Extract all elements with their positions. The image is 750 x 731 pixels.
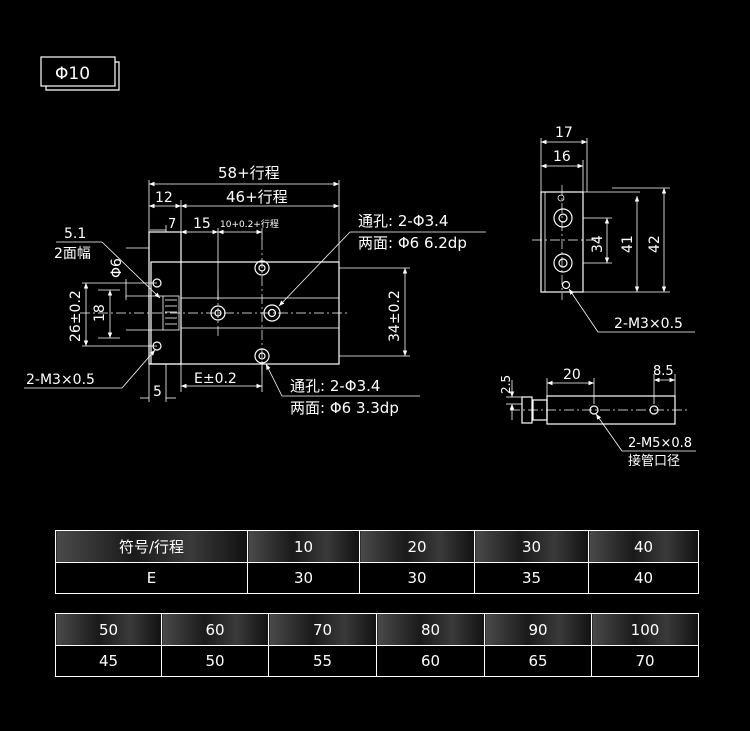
title-box: Φ10 <box>40 56 120 91</box>
table-cell: 20 <box>359 530 475 563</box>
note-m3-left: 2-M3×0.5 <box>26 372 95 388</box>
through-hole-top <box>254 260 270 276</box>
dim-15: 15 <box>193 216 211 232</box>
dim-stroke-small: 10+0.2+行程 <box>220 218 279 230</box>
port-note-m5: 2-M5×0.8 <box>628 436 692 451</box>
table-cell: 60 <box>161 613 269 646</box>
side-dim-34: 34 <box>590 235 606 253</box>
table-row: 45 50 55 60 65 70 <box>55 645 699 677</box>
dim-7: 7 <box>168 217 176 232</box>
note-through-hole-top: 通孔: 2-Φ3.4 <box>358 212 448 230</box>
dim-18: 18 <box>92 304 108 322</box>
table-cell: 45 <box>55 645 162 677</box>
front-view: 58+行程 46+行程 12 7 15 10+0.2+行程 5.1 2面幅 Φ6… <box>24 164 486 417</box>
table-row: E 30 30 35 40 <box>55 562 699 594</box>
dim-phi6: Φ6 <box>109 258 125 278</box>
note-counterbore-bottom: 两面: Φ6 3.3dp <box>290 399 399 417</box>
table-cell: 40 <box>588 530 699 563</box>
table-cell: 60 <box>376 645 485 677</box>
table-cell: 30 <box>359 562 475 594</box>
through-hole-bottom <box>254 348 270 364</box>
side-dim-41: 41 <box>620 235 636 253</box>
stroke-table-2: 50 60 70 80 90 100 45 50 55 60 65 70 <box>55 613 699 677</box>
table-header-row: 符号/行程 10 20 30 40 <box>55 530 699 563</box>
port-note-fitting: 接管口径 <box>628 453 680 469</box>
side-hole-top <box>553 208 573 228</box>
dim-total-length: 58+行程 <box>218 164 280 182</box>
stroke-table-1: 符号/行程 10 20 30 40 E 30 30 35 40 <box>55 530 699 594</box>
table-cell: 55 <box>268 645 377 677</box>
port-hole-1 <box>589 405 599 415</box>
side-dim-16: 16 <box>553 149 571 165</box>
dim-E: E±0.2 <box>194 371 237 387</box>
note-counterbore-top: 两面: Φ6 6.2dp <box>358 234 467 252</box>
dim-26: 26±0.2 <box>68 290 84 342</box>
table-cell: 70 <box>591 645 699 677</box>
dim-5-1: 5.1 <box>64 226 86 242</box>
side-dim-17: 17 <box>555 125 573 141</box>
port-view: 2.5 20 8.5 2-M5×0.8 接管口径 <box>499 364 696 469</box>
side-dim-42: 42 <box>647 235 663 253</box>
table-cell: 符号/行程 <box>55 530 248 563</box>
rod-hole <box>210 305 226 321</box>
table-cell: 100 <box>591 613 699 646</box>
dim-5: 5 <box>153 384 162 400</box>
table-cell: 30 <box>474 530 589 563</box>
port-dim-20: 20 <box>563 367 581 383</box>
side-view: 17 16 34 41 42 2-M3×0.5 <box>532 125 695 333</box>
dim-34: 34±0.2 <box>387 290 403 342</box>
side-note-m3: 2-M3×0.5 <box>614 316 683 332</box>
side-hole-bottom <box>553 253 573 273</box>
table-cell: 70 <box>268 613 377 646</box>
table-cell: 50 <box>55 613 162 646</box>
through-hole-mid <box>263 304 281 322</box>
label-2-face-width: 2面幅 <box>54 246 91 262</box>
table-cell: 50 <box>161 645 269 677</box>
table-cell: 35 <box>474 562 589 594</box>
dim-12: 12 <box>155 190 173 206</box>
port-hole-2 <box>649 405 659 415</box>
table-cell: 30 <box>247 562 360 594</box>
table-cell: 10 <box>247 530 360 563</box>
table-cell: 65 <box>484 645 592 677</box>
port-dim-2-5: 2.5 <box>499 375 513 394</box>
table-cell: 90 <box>484 613 592 646</box>
side-m3-hole <box>561 280 571 290</box>
title-label: Φ10 <box>55 64 90 84</box>
table-cell: 40 <box>588 562 699 594</box>
note-through-hole-bottom: 通孔: 2-Φ3.4 <box>290 377 380 395</box>
port-dim-8-5: 8.5 <box>653 364 674 379</box>
table-cell: E <box>55 562 248 594</box>
table-header-row: 50 60 70 80 90 100 <box>55 613 699 646</box>
table-cell: 80 <box>376 613 485 646</box>
dim-body-length: 46+行程 <box>226 188 288 206</box>
